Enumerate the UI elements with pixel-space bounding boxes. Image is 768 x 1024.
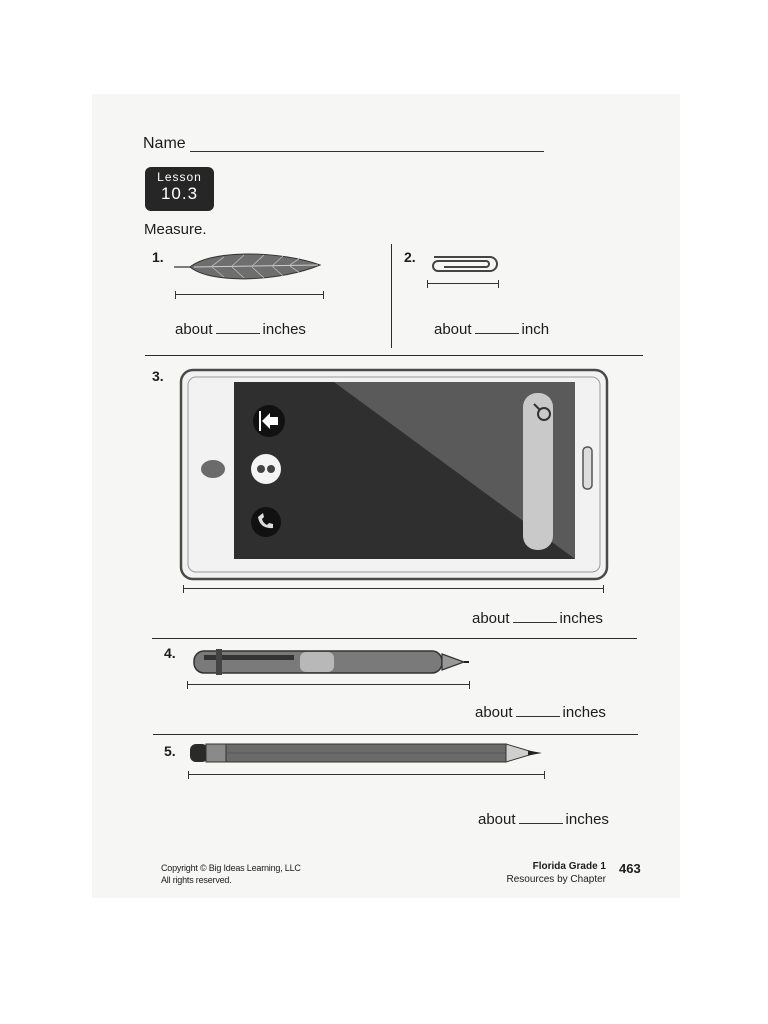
answer-1-prefix: about: [175, 321, 213, 338]
divider-vertical: [391, 244, 392, 348]
answer-4-unit: inches: [562, 704, 606, 721]
answer-2: about inch: [434, 321, 549, 338]
problem-1-number: 1.: [152, 249, 164, 265]
answer-3-unit: inches: [559, 610, 603, 627]
name-label: Name: [143, 135, 186, 152]
measure-bar-3: [183, 585, 604, 593]
answer-3-blank[interactable]: [512, 610, 557, 623]
resources-line: Resources by Chapter: [506, 874, 607, 885]
pen-illustration: [193, 649, 469, 675]
instruction-text: Measure.: [144, 221, 207, 238]
answer-2-prefix: about: [434, 321, 472, 338]
name-field-line: [190, 151, 544, 152]
answer-4-blank[interactable]: [515, 704, 560, 717]
divider-3: [153, 734, 638, 735]
problem-2-number: 2.: [404, 249, 416, 265]
answer-2-unit: inch: [521, 321, 550, 338]
problem-3-number: 3.: [152, 368, 164, 384]
answer-5-prefix: about: [478, 811, 516, 828]
lesson-badge: Lesson 10.3: [145, 167, 214, 211]
answer-1-unit: inches: [262, 321, 306, 338]
divider-2: [152, 638, 637, 639]
course-info: Florida Grade 1 Resources by Chapter: [503, 860, 607, 886]
answer-1-blank[interactable]: [215, 321, 260, 334]
measure-bar-1: [175, 291, 324, 299]
answer-5-blank[interactable]: [518, 811, 563, 824]
divider-1: [145, 355, 643, 356]
pencil-illustration: [190, 743, 542, 763]
page-number: 463: [619, 861, 641, 876]
measure-bar-5: [188, 771, 545, 779]
answer-3: about inches: [472, 610, 603, 627]
problem-5-number: 5.: [164, 743, 176, 759]
copyright-notice: Copyright © Big Ideas Learning, LLC All …: [161, 862, 301, 886]
copyright-line: Copyright © Big Ideas Learning, LLC: [161, 863, 301, 873]
answer-2-blank[interactable]: [474, 321, 519, 334]
lesson-label: Lesson: [157, 170, 202, 184]
course-name: Florida Grade 1: [532, 861, 606, 872]
answer-4-prefix: about: [475, 704, 513, 721]
rights-line: All rights reserved.: [161, 875, 232, 885]
problem-4-number: 4.: [164, 645, 176, 661]
paper-clip-illustration: [432, 256, 498, 272]
answer-3-prefix: about: [472, 610, 510, 627]
leaf-illustration: [174, 253, 322, 280]
answer-5-unit: inches: [565, 811, 609, 828]
lesson-number: 10.3: [160, 184, 199, 203]
answer-4: about inches: [475, 704, 606, 721]
measure-bar-4: [187, 681, 470, 689]
answer-1: about inches: [175, 321, 306, 338]
measure-bar-2: [427, 280, 499, 288]
smartphone-illustration: [179, 368, 609, 581]
answer-5: about inches: [478, 811, 609, 828]
